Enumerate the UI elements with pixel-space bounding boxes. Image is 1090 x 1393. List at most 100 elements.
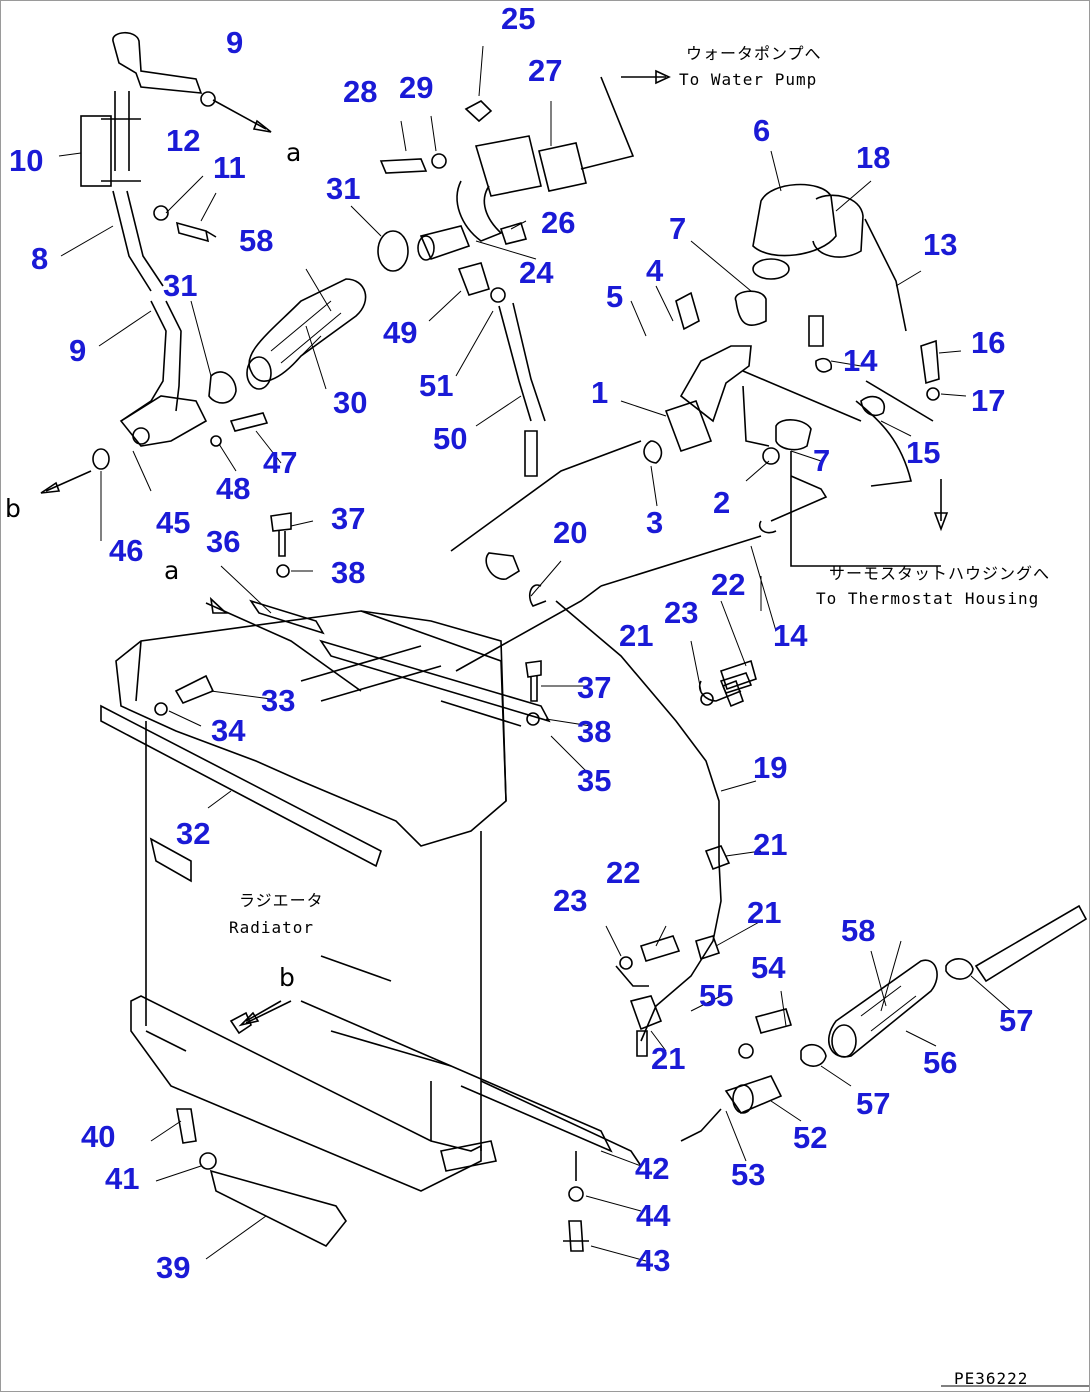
callout-34: 34 bbox=[211, 713, 246, 748]
right-upper-assembly bbox=[450, 183, 949, 708]
callout-31b: 31 bbox=[163, 268, 197, 303]
lower-right-hose bbox=[680, 904, 1088, 1142]
callout-52: 52 bbox=[793, 1120, 827, 1155]
callout-22a: 22 bbox=[711, 567, 745, 602]
callout-56: 56 bbox=[923, 1045, 957, 1080]
callout-22b: 22 bbox=[606, 855, 640, 890]
callout-1: 1 bbox=[591, 375, 608, 410]
callout-35: 35 bbox=[577, 763, 611, 798]
callout-13: 13 bbox=[923, 227, 957, 262]
note-water-pump-en: To Water Pump bbox=[679, 70, 817, 89]
callout-21a: 21 bbox=[619, 618, 653, 653]
callout-16: 16 bbox=[971, 325, 1005, 360]
callout-27: 27 bbox=[528, 53, 562, 88]
callout-40: 40 bbox=[81, 1119, 115, 1154]
callout-6: 6 bbox=[753, 113, 770, 148]
lower-left-pipe bbox=[92, 300, 269, 470]
callout-14b: 14 bbox=[773, 618, 808, 653]
callout-32: 32 bbox=[176, 816, 210, 851]
note-radiator-en: Radiator bbox=[229, 918, 314, 937]
callout-23b: 23 bbox=[553, 883, 587, 918]
callout-29: 29 bbox=[399, 70, 433, 105]
callout-28: 28 bbox=[343, 74, 377, 109]
callout-21d: 21 bbox=[651, 1041, 685, 1076]
callout-23a: 23 bbox=[664, 595, 698, 630]
callout-17: 17 bbox=[971, 383, 1005, 418]
callout-49: 49 bbox=[383, 315, 417, 350]
callout-54: 54 bbox=[751, 950, 786, 985]
callout-58b: 58 bbox=[841, 913, 875, 948]
reference-arrows bbox=[40, 99, 362, 1027]
callout-51: 51 bbox=[419, 368, 453, 403]
callout-57b: 57 bbox=[999, 1003, 1033, 1038]
callout-4: 4 bbox=[646, 253, 664, 288]
callout-37b: 37 bbox=[577, 670, 611, 705]
diagram-linework bbox=[40, 31, 1089, 1387]
callout-33: 33 bbox=[261, 683, 295, 718]
note-water-pump-jp: ウォータポンプへ bbox=[686, 44, 822, 63]
callout-21c: 21 bbox=[747, 895, 781, 930]
callout-53: 53 bbox=[731, 1157, 765, 1192]
note-radiator-jp: ラジエータ bbox=[239, 891, 324, 910]
callout-15: 15 bbox=[906, 435, 940, 470]
note-thermostat-jp: サーモスタットハウジングへ bbox=[829, 564, 1050, 583]
stays-and-brackets bbox=[209, 599, 642, 1248]
callout-30: 30 bbox=[333, 385, 367, 420]
callout-58a: 58 bbox=[239, 223, 273, 258]
ref-letter-a-top: a bbox=[286, 138, 301, 167]
callout-21b: 21 bbox=[753, 827, 787, 862]
upper-left-hose bbox=[80, 31, 217, 292]
callout-37a: 37 bbox=[331, 501, 365, 536]
drain-hose-50 bbox=[457, 262, 546, 477]
callout-55: 55 bbox=[699, 978, 733, 1013]
callout-48: 48 bbox=[216, 471, 250, 506]
callout-9b: 9 bbox=[69, 333, 86, 368]
callout-7b: 7 bbox=[813, 443, 830, 478]
callout-12: 12 bbox=[166, 123, 200, 158]
callout-41: 41 bbox=[105, 1161, 139, 1196]
callout-11: 11 bbox=[213, 150, 246, 185]
callout-38b: 38 bbox=[577, 714, 611, 749]
callout-46: 46 bbox=[109, 533, 143, 568]
overflow-pipe-19 bbox=[455, 535, 793, 1059]
callout-45: 45 bbox=[156, 505, 190, 540]
note-thermostat-en: To Thermostat Housing bbox=[816, 589, 1039, 608]
fasteners bbox=[154, 512, 753, 1252]
callout-19: 19 bbox=[753, 750, 787, 785]
radiator-body bbox=[100, 610, 613, 1192]
callout-39: 39 bbox=[156, 1250, 190, 1285]
callout-numbers: 1 2 3 4 5 6 7 7 8 9 9 10 11 12 13 14 14 … bbox=[9, 1, 1033, 1285]
callout-5: 5 bbox=[606, 279, 623, 314]
leader-lines bbox=[58, 45, 1012, 1262]
callout-20: 20 bbox=[553, 515, 587, 550]
callout-10: 10 bbox=[9, 143, 43, 178]
callout-2: 2 bbox=[713, 485, 730, 520]
callout-36: 36 bbox=[206, 524, 240, 559]
callout-50: 50 bbox=[433, 421, 467, 456]
callout-9a: 9 bbox=[226, 25, 243, 60]
callout-42: 42 bbox=[635, 1151, 669, 1186]
ref-letter-b-left: b bbox=[5, 494, 21, 523]
callout-3: 3 bbox=[646, 505, 663, 540]
hose-30 bbox=[246, 278, 367, 390]
callout-7a: 7 bbox=[669, 211, 686, 246]
callout-14a: 14 bbox=[843, 343, 878, 378]
callout-47: 47 bbox=[263, 445, 297, 480]
stay-32 bbox=[100, 704, 382, 868]
callout-8: 8 bbox=[31, 241, 48, 276]
ref-letter-a-radiator: a bbox=[164, 556, 179, 585]
callout-38a: 38 bbox=[331, 555, 365, 590]
reference-letters: a a b b bbox=[5, 138, 301, 992]
callout-31a: 31 bbox=[326, 171, 360, 206]
ref-letter-b-radiator: b bbox=[279, 963, 295, 992]
callout-44: 44 bbox=[636, 1198, 671, 1233]
callout-26: 26 bbox=[541, 205, 575, 240]
drawing-notes: ウォータポンプへ To Water Pump サーモスタットハウジングへ To … bbox=[229, 44, 1050, 1388]
callout-18: 18 bbox=[856, 140, 890, 175]
callout-24: 24 bbox=[519, 255, 554, 290]
callout-25: 25 bbox=[501, 1, 535, 36]
drawing-code: PE36222 bbox=[954, 1369, 1028, 1388]
callout-57a: 57 bbox=[856, 1086, 890, 1121]
